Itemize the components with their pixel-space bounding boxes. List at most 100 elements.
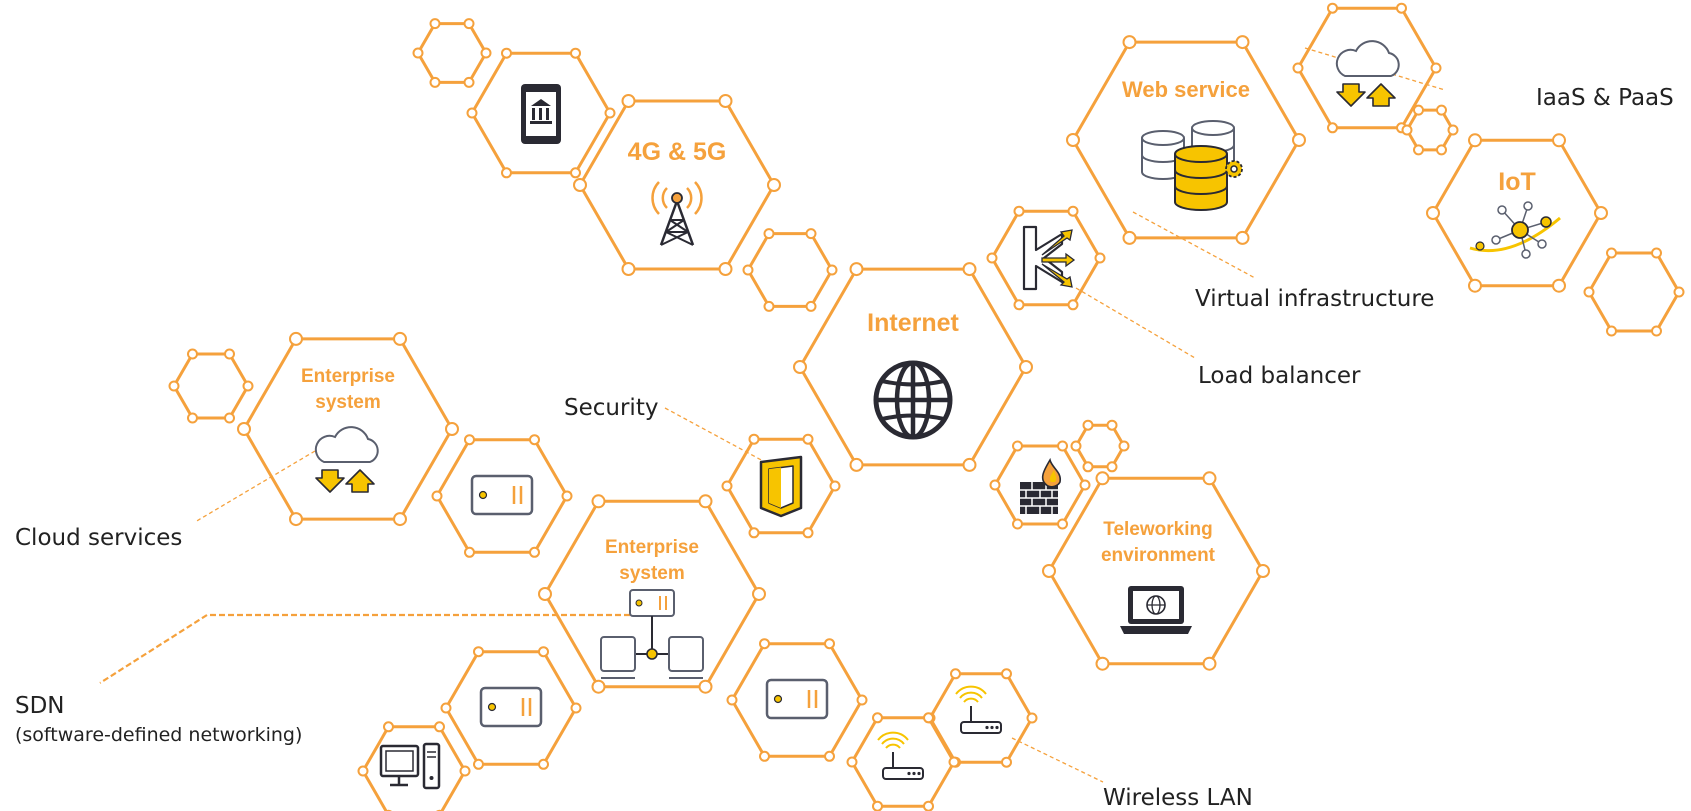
hex-title-iot: IoT [1498, 168, 1536, 196]
hex-vertex-dot [501, 47, 512, 59]
callout-labels: IaaS & PaaS Virtual infrastructure Load … [15, 85, 1674, 811]
hex-vertex-dot [1070, 440, 1082, 452]
hex-vertex-dot [805, 228, 817, 240]
hex-vertex-dot [573, 178, 587, 192]
laptop-globe-icon [1120, 586, 1192, 634]
hex-vertex-dot [570, 47, 581, 59]
hex-vertex-dot [962, 262, 977, 277]
hex-vertex-dot [459, 765, 471, 777]
hex-vertex-dot [464, 434, 475, 446]
hex-vertex-dot [1552, 278, 1566, 293]
hex-title-internet: Internet [867, 309, 959, 337]
hex-frame-iaas-paas [1292, 2, 1442, 134]
hex-vertex-dot [742, 264, 754, 276]
hex-vertex-dot [1095, 471, 1110, 486]
hex-vertex-dot [849, 262, 864, 277]
server-icon [470, 474, 534, 516]
hex-outline [1047, 476, 1265, 666]
hex-vertex-dot [846, 756, 858, 768]
hex-vertex-dot [1447, 124, 1459, 136]
hex-frame-iot [1426, 133, 1608, 293]
hex-vertex-dot [393, 512, 407, 527]
hex-frame-web-service [1066, 35, 1306, 245]
hex-vertex-dot [923, 800, 934, 811]
hex-vertex-dot [1327, 122, 1338, 134]
hex-vertex-dot [718, 262, 733, 276]
hex-outline [1074, 423, 1126, 469]
hex-vertex-dot [1001, 756, 1012, 768]
hex-vertex-dot [1012, 440, 1023, 452]
cell-tower-icon [651, 181, 703, 246]
hex-outline [1431, 138, 1603, 288]
database-icon [1141, 120, 1243, 211]
hex-vertex-dot [1401, 124, 1413, 136]
hex-vertex-dot [429, 18, 441, 30]
hex-vertex-dot [1118, 440, 1130, 452]
hex-vertex-dot [466, 107, 478, 119]
hex-frame-server-2 [440, 646, 582, 770]
hex-vertex-dot [759, 750, 770, 762]
shield-icon [759, 455, 803, 518]
leader-sdn [99, 613, 630, 684]
wireless-router-icon [877, 731, 924, 780]
hex-vertex-dot [1012, 518, 1023, 530]
hex-vertex-dot [767, 178, 781, 192]
hex-vertex-dot [826, 264, 838, 276]
hex-title-telework-b: environment [1101, 545, 1216, 566]
hex-vertex-dot [570, 702, 582, 714]
hex-vertex-dot [473, 758, 484, 770]
hex-vertex-dot [1106, 419, 1118, 431]
hex-vertex-dot [429, 76, 441, 88]
leader-wireless [1011, 737, 1104, 783]
hex-vertex-dot [1552, 133, 1566, 148]
hex-vertex-dot [824, 750, 835, 762]
hex-titles: 4G & 5G Internet Web service IoT Enterpr… [301, 77, 1536, 584]
firewall-icon [1020, 457, 1062, 514]
hex-vertex-dot [748, 527, 760, 539]
leader-virtual-infra [1132, 211, 1256, 279]
server-icon [479, 686, 543, 728]
hex-vertex-dot [872, 712, 883, 724]
hex-frame-deco-6 [1583, 247, 1685, 337]
leader-security [664, 407, 766, 463]
hex-vertex-dot [570, 167, 581, 179]
network-topology-icon [600, 589, 704, 679]
hex-vertex-dot [748, 433, 760, 445]
hex-vertex-dot [561, 490, 573, 502]
hex-frame-router-1 [924, 668, 1038, 768]
hex-vertex-dot [538, 758, 549, 770]
hex-vertex-dot [1082, 461, 1094, 473]
hex-frame-firewall [989, 440, 1091, 530]
hex-title-enterprise-2b: system [619, 563, 685, 584]
hex-frame-mobile-4g-5g [573, 94, 781, 276]
hex-title-web-service: Web service [1122, 77, 1250, 102]
hex-vertex-dot [1430, 62, 1442, 74]
callout-sdn-detail: (software-defined networking) [15, 724, 302, 746]
hex-frame-enterprise-cloud [237, 331, 459, 527]
hex-vertex-dot [1426, 206, 1440, 220]
hex-vertex-dot [464, 546, 475, 558]
hex-frame-security [721, 433, 841, 539]
hex-vertex-dot [1292, 62, 1304, 74]
hex-vertex-dot [872, 800, 883, 811]
hex-vertex-dot [1057, 518, 1068, 530]
hex-frame-tablet [466, 47, 616, 179]
hex-vertex-dot [1594, 206, 1608, 220]
hex-vertex-dot [989, 479, 1001, 491]
hex-vertex-dot [529, 546, 540, 558]
hex-vertex-dot [1026, 712, 1038, 724]
hex-vertex-dot [752, 587, 766, 601]
hex-vertex-dot [1202, 471, 1217, 486]
network-nodes-icon [1469, 201, 1561, 259]
hex-vertex-dot [1066, 133, 1080, 147]
hex-vertex-dot [1651, 247, 1662, 259]
hex-vertex-dot [1327, 2, 1338, 14]
desktop-computer-icon [379, 742, 441, 790]
hex-vertex-dot [1079, 479, 1091, 491]
hex-vertex-dot [763, 300, 775, 312]
hex-vertex-dot [538, 646, 549, 658]
hex-title-enterprise-1a: Enterprise [301, 366, 395, 387]
hex-outline [1587, 251, 1681, 333]
hex-frame-server-3 [726, 638, 868, 762]
hex-vertex-dot [621, 94, 636, 108]
